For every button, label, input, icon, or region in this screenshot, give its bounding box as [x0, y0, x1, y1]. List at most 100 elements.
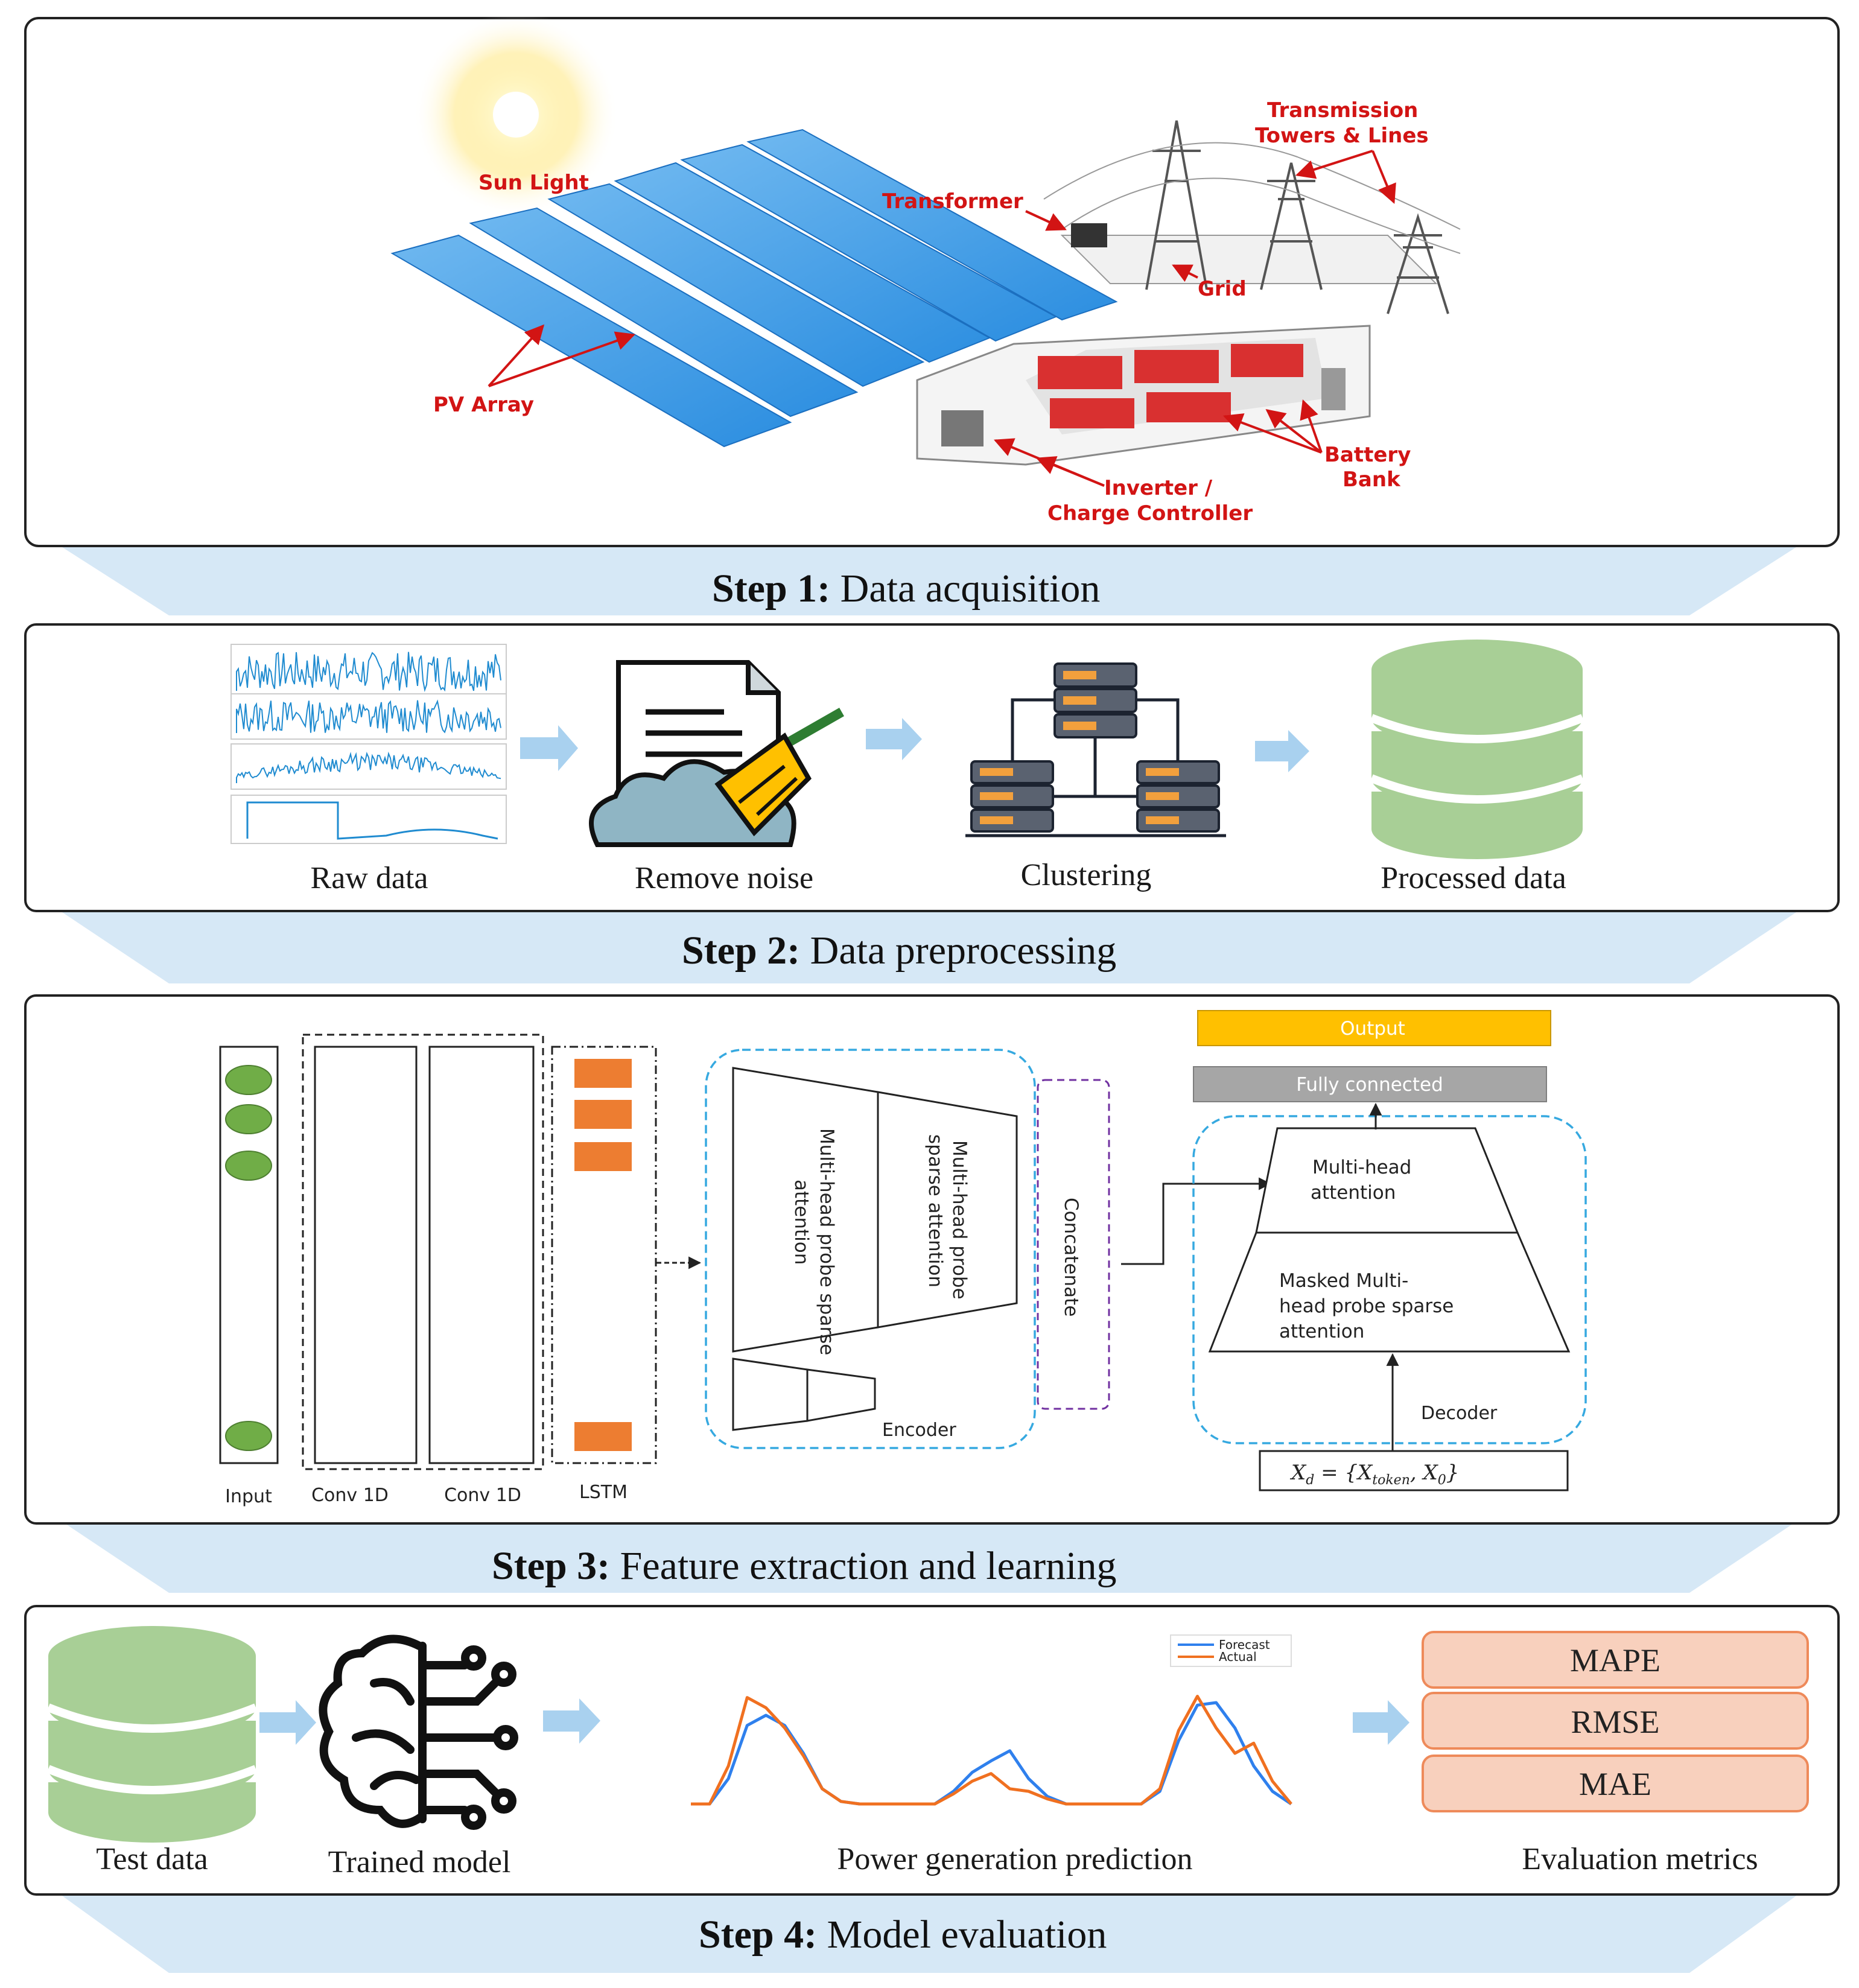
label-inverter-2: Charge Controller — [1047, 501, 1253, 526]
arrow-step4-1 — [259, 1700, 316, 1745]
label-sun-light: Sun Light — [478, 171, 589, 195]
band-step2 — [60, 911, 1798, 983]
step1-panel: Sun Light Transmission Towers & Lines Tr… — [24, 12, 1840, 547]
label-transmission-1: Transmission — [1267, 98, 1418, 122]
decoder-input-box — [1259, 1450, 1569, 1491]
label-transmission-2: Towers & Lines — [1255, 124, 1429, 148]
label-grid: Grid — [1198, 277, 1247, 301]
test-database-icon — [46, 1626, 258, 1843]
label-input: Input — [225, 1486, 272, 1507]
input-node — [225, 1151, 272, 1181]
label-dec-masked-2: head probe sparse — [1279, 1295, 1454, 1317]
label-conv1d-1: Conv 1D — [311, 1485, 389, 1506]
label-encoder: Encoder — [882, 1420, 956, 1441]
metric-box-mae — [1422, 1755, 1809, 1812]
step4-heading: Step 4: Model evaluation — [699, 1913, 1107, 1957]
metric-mape: MAPE — [1570, 1642, 1660, 1678]
label-decoder: Decoder — [1421, 1403, 1498, 1424]
label-concatenate: Concatenate — [1060, 1198, 1082, 1316]
raw-data-icon — [230, 644, 507, 844]
fully-connected-block — [1193, 1066, 1547, 1102]
document-broom-icon — [589, 660, 844, 847]
label-enc-attn-2b: sparse attention — [924, 1134, 946, 1288]
band-step1 — [60, 546, 1798, 615]
transmission-tower-icons — [1043, 120, 1461, 314]
band-step3 — [60, 1520, 1798, 1593]
label-dec-mha-2: attention — [1311, 1182, 1396, 1204]
encoder-distil-2 — [806, 1368, 876, 1422]
label-dec-masked-1: Masked Multi- — [1279, 1270, 1408, 1292]
conv1d-block-1 — [314, 1046, 418, 1464]
label-fully-connected: Fully connected — [1296, 1074, 1443, 1096]
input-node — [225, 1104, 272, 1134]
label-pv-array: PV Array — [433, 393, 534, 417]
arrow-concat-to-decoder — [1121, 1177, 1272, 1265]
label-lstm: LSTM — [579, 1482, 628, 1503]
encoder-dashed-box — [705, 1049, 1036, 1449]
server-cluster-icon — [965, 662, 1226, 837]
concatenate-dashed-box — [1037, 1079, 1110, 1410]
label-dec-mha-1: Multi-head — [1312, 1157, 1411, 1178]
series-line-actual — [691, 1695, 1292, 1806]
step2-heading: Step 2: Data preprocessing — [682, 929, 1116, 973]
metric-mae: MAE — [1579, 1766, 1651, 1802]
label-enc-attn-2a: Multi-head probe — [949, 1140, 970, 1300]
label-pointer-arrows — [488, 150, 1396, 487]
encoder-attention-2 — [877, 1091, 1018, 1329]
label-conv1d-2: Conv 1D — [444, 1485, 521, 1506]
prediction-chart: Forecast Actual — [691, 1634, 1292, 1806]
encoder-distil-1 — [732, 1358, 809, 1431]
label-trained-model: Trained model — [328, 1845, 511, 1879]
step2-panel: Raw data Remove noise Clustering Process… — [24, 623, 1840, 912]
output-block — [1197, 1010, 1551, 1046]
arrow-step2-3 — [1255, 730, 1309, 772]
arrow-step2-2 — [866, 718, 922, 760]
metric-rmse: RMSE — [1571, 1704, 1659, 1740]
stage-remove-noise: Remove noise — [635, 861, 813, 895]
band-step4 — [60, 1894, 1798, 1973]
label-battery-2: Bank — [1343, 468, 1401, 492]
battery-building-icon — [916, 325, 1371, 466]
transformer-icon — [1071, 223, 1107, 247]
step3-panel: Input Conv 1D Conv 1D LSTM Multi-head pr… — [24, 994, 1840, 1525]
label-output: Output — [1340, 1018, 1405, 1040]
brain-circuit-icon — [319, 1634, 518, 1830]
grid-platform — [1060, 235, 1438, 284]
metric-box-mape — [1422, 1631, 1809, 1689]
lstm-unit — [574, 1100, 632, 1129]
chart-legend — [1170, 1634, 1292, 1667]
input-node — [225, 1065, 272, 1095]
label-evaluation-metrics: Evaluation metrics — [1522, 1842, 1758, 1876]
stage-clustering: Clustering — [1021, 858, 1152, 892]
arrow-step4-3 — [1353, 1700, 1409, 1745]
stage-raw-data: Raw data — [311, 861, 428, 895]
label-battery-1: Battery — [1324, 443, 1411, 467]
label-transformer: Transformer — [882, 189, 1023, 214]
legend-forecast: Forecast — [1219, 1637, 1270, 1652]
step-bands — [60, 546, 1798, 1973]
lstm-dashed-group — [551, 1046, 657, 1464]
label-dec-masked-3: attention — [1279, 1321, 1364, 1342]
lstm-unit — [574, 1059, 632, 1088]
conv1d-block-2 — [428, 1046, 535, 1464]
metric-box-rmse — [1422, 1692, 1809, 1750]
label-inverter-1: Inverter / — [1104, 476, 1213, 500]
step1-heading: Step 1: Data acquisition — [712, 567, 1100, 611]
label-enc-attn-1a: Multi-head probe sparse — [816, 1128, 837, 1355]
legend-actual: Actual — [1219, 1650, 1257, 1664]
lstm-unit — [574, 1422, 632, 1451]
arrow-step4-2 — [543, 1698, 600, 1744]
label-test-data: Test data — [96, 1842, 208, 1876]
decoder-masked-attention — [1208, 1231, 1571, 1353]
step3-heading: Step 3: Feature extraction and learning — [492, 1544, 1116, 1588]
step4-panel: Forecast Actual MAPE RMSE MAE Test data … — [24, 1605, 1840, 1896]
processed-database-icon — [1370, 640, 1584, 859]
label-enc-attn-1b: attention — [790, 1180, 812, 1265]
arrow-step2-1 — [520, 725, 578, 771]
pv-array-icon — [390, 129, 1118, 448]
label-decoder-input: Xd = {Xtoken, X0} — [1289, 1461, 1459, 1488]
label-power-prediction: Power generation prediction — [837, 1842, 1192, 1876]
stage-processed-data: Processed data — [1381, 861, 1566, 895]
decoder-multihead-attention — [1255, 1127, 1519, 1234]
